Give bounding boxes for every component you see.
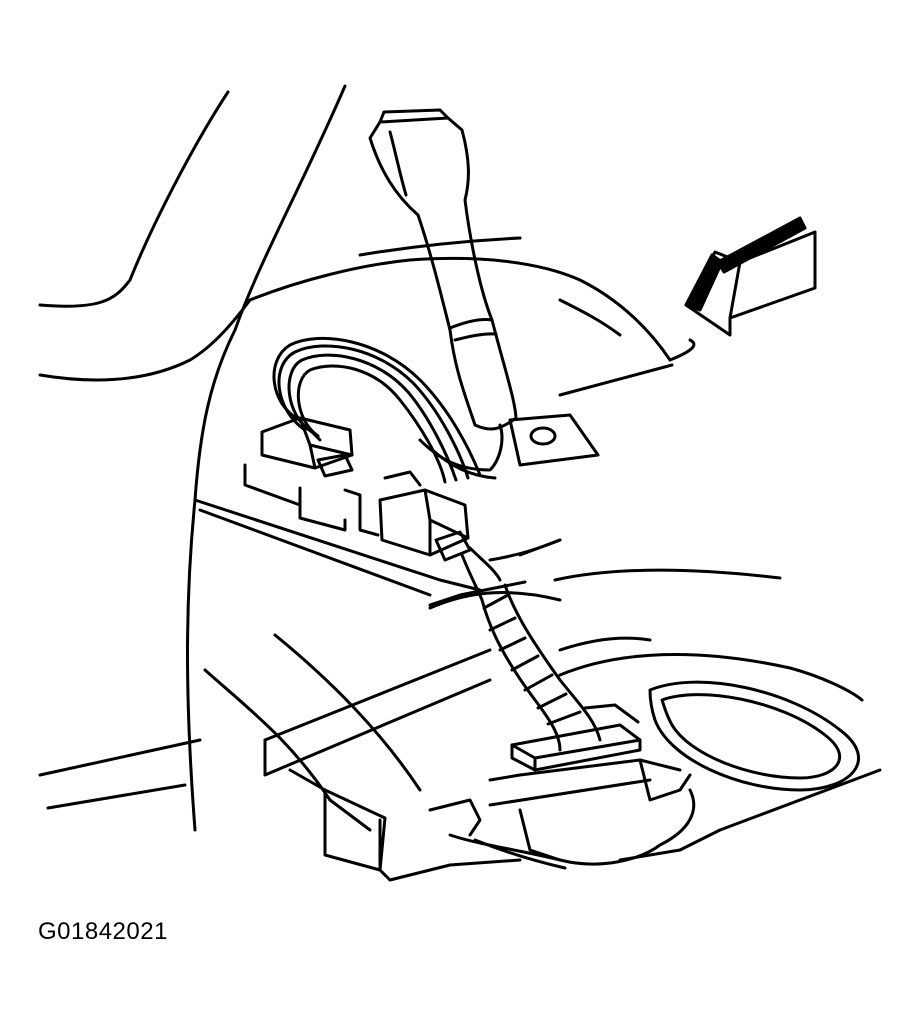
floor-panel — [193, 498, 864, 802]
floor-oval-opening — [648, 680, 861, 792]
figure-id-label: G01842021 — [38, 918, 168, 945]
left-connector — [260, 416, 354, 478]
wire-harness-loop — [272, 336, 504, 484]
connector-mount — [243, 463, 380, 537]
seat-belt-buckle — [368, 108, 518, 431]
left-body-panel — [38, 84, 347, 832]
anchor-bracket — [508, 413, 600, 467]
harness-tape-wrap — [460, 546, 602, 752]
lower-trim — [288, 758, 882, 882]
harness-clip — [510, 703, 642, 772]
upper-trim-lines — [248, 236, 696, 397]
pointer-arrow-icon — [684, 216, 817, 337]
right-connector — [378, 470, 472, 562]
